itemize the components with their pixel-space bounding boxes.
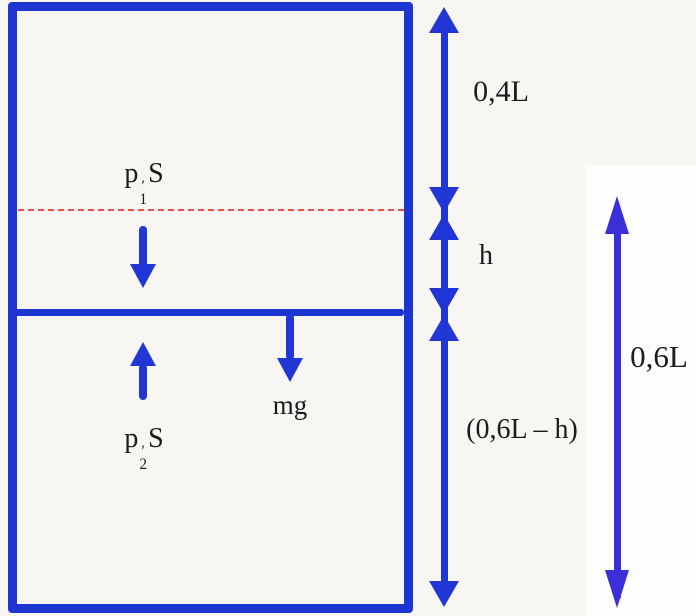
dimension-arrowhead-top-icon [429, 7, 459, 33]
force-arrow-p1-down-icon [130, 264, 156, 288]
prime-mark: ′ [141, 443, 145, 460]
right-panel-background [585, 165, 696, 616]
dimension-label-h: h [479, 240, 493, 271]
subscript: 1 [139, 191, 148, 209]
force-arrow-p1-stem [139, 226, 147, 268]
dimension-right-arrowhead-top-icon [605, 196, 629, 234]
force-arrow-p2-up-icon [130, 342, 156, 366]
force-arrow-p2-stem [139, 364, 147, 400]
prime-mark: ′ [141, 178, 145, 195]
weight-arrow-mg-down-icon [277, 358, 303, 382]
weight-arrow-mg-stem [286, 314, 294, 360]
subscript: 2 [139, 456, 148, 474]
dimension-label-06L-minus-h: (0,6L – h) [466, 414, 578, 445]
dimension-arrowhead-06Lh-top-icon [429, 315, 459, 341]
dimension-arrowhead-04L-bottom-icon [429, 187, 459, 213]
weight-label-mg: mg [272, 390, 308, 420]
dimension-arrowhead-h-top-icon [429, 214, 459, 240]
dimension-right-arrowhead-bottom-icon [605, 570, 629, 608]
dimension-label-04L: 0,4L [473, 75, 529, 108]
gas-boundary-dashed-line [18, 209, 408, 211]
dimension-arrowhead-h-bottom-icon [429, 288, 459, 314]
dimension-arrowhead-bottom-icon [429, 581, 459, 607]
container-outline [8, 2, 413, 613]
piston-line [8, 309, 404, 316]
dimension-line-right [614, 210, 621, 600]
dimension-label-06L: 0,6L [630, 339, 688, 374]
